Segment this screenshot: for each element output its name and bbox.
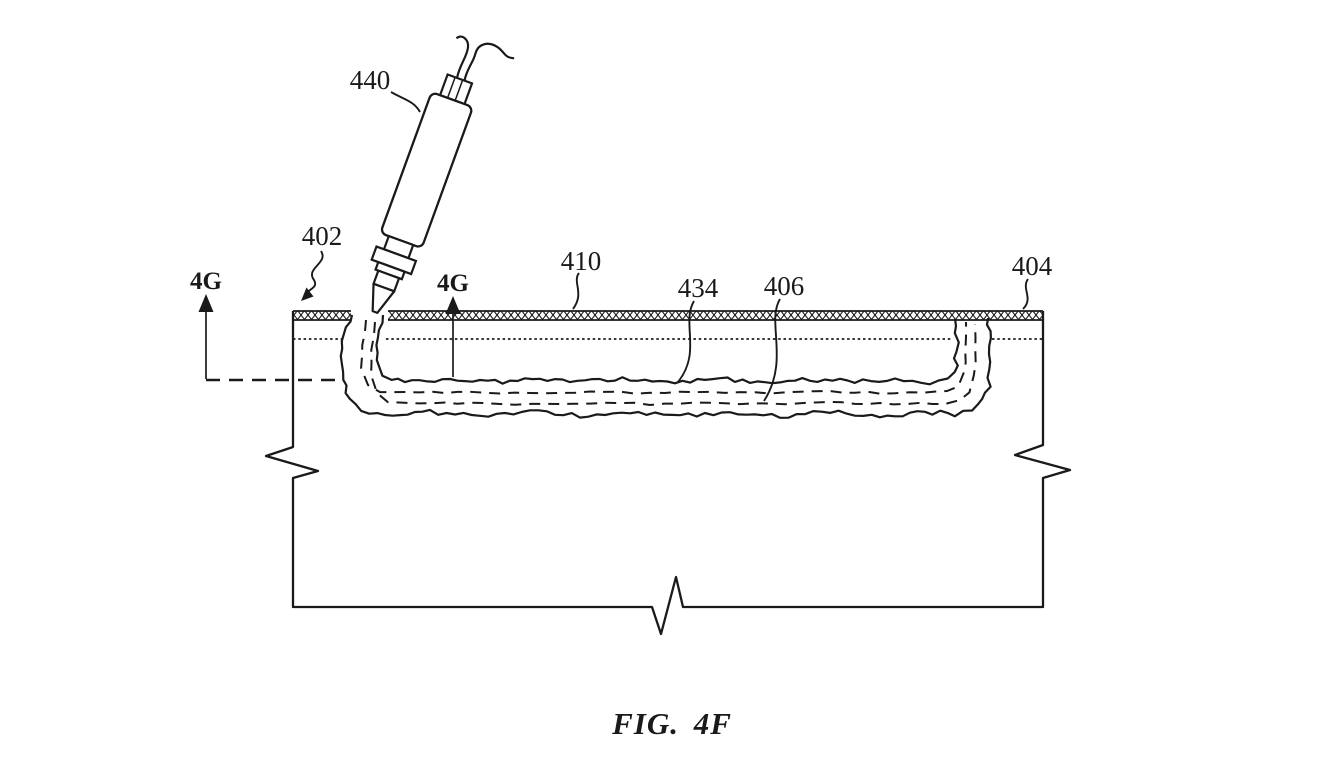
section-arrow-up-left-icon (198, 294, 214, 312)
ref-label-410: 410 (561, 246, 602, 276)
ref-label-404: 404 (1012, 251, 1053, 281)
leader-410 (572, 272, 580, 310)
ref-label-406: 406 (764, 271, 805, 301)
channel-dashed-line-a (360, 319, 967, 395)
leader-440 (390, 91, 421, 113)
leader-434 (677, 300, 695, 383)
leader-lines (301, 91, 1029, 402)
leader-402 (306, 250, 324, 294)
surface-layer-band-right-fill (388, 311, 1043, 320)
leader-406 (763, 298, 781, 402)
section-line-4g (198, 294, 461, 382)
surface-layer-band-left-fill (293, 311, 351, 320)
dispenser-tool (370, 35, 515, 314)
ref-label-402: 402 (302, 221, 343, 251)
section-marker-left-label: 4G (190, 268, 222, 295)
section-marker-right-label: 4G (437, 270, 469, 297)
section-arrow-up-right-icon (445, 296, 461, 314)
sealant-bead-inner-edge (375, 314, 960, 386)
leader-402-arrowhead-icon (301, 287, 314, 301)
dispenser-cable-line-1 (455, 35, 470, 79)
sealant-bead-outer-edge (339, 314, 992, 419)
ref-label-440: 440 (350, 65, 391, 95)
leader-404 (1022, 278, 1029, 310)
substrate-outline (264, 311, 1072, 636)
surface-layer-band (293, 310, 1043, 321)
dispenser-cable-line-2 (463, 42, 515, 81)
figure-caption: FIG. 4F (611, 706, 732, 741)
surface-layer-band-edges (293, 310, 1043, 321)
ref-label-434: 434 (678, 273, 719, 303)
dispenser-nozzle-cone (371, 282, 396, 314)
dispenser-ferrule-ribs (446, 76, 464, 101)
